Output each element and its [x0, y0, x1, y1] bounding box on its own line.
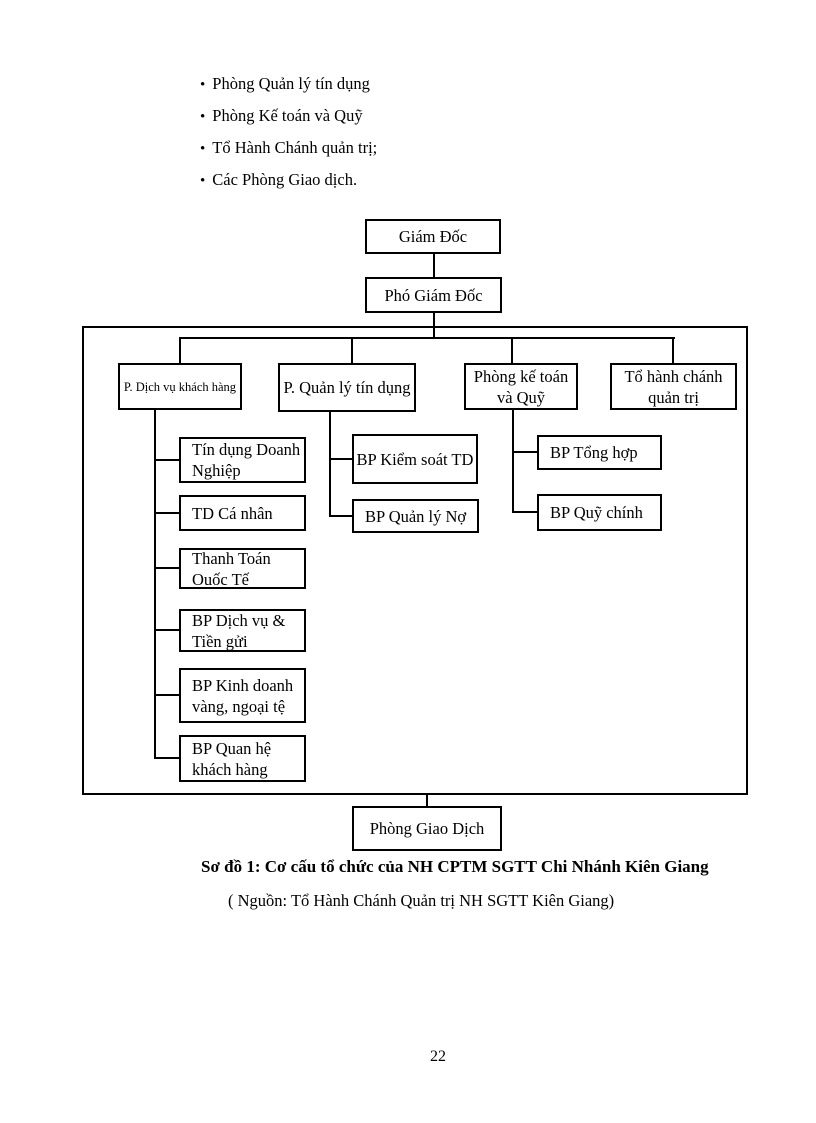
connector-director-deputy — [433, 254, 435, 277]
bullet-item-credit-mgmt: • Phòng Quản lý tín dụng — [200, 74, 377, 96]
connector-drop-dept3 — [511, 339, 513, 363]
org-node-general-affairs: BP Tổng hợp — [537, 435, 662, 470]
bullet-list: • Phòng Quản lý tín dụng • Phòng Kế toán… — [200, 74, 377, 202]
figure-source: ( Nguồn: Tổ Hành Chánh Quản trị NH SGTT … — [228, 891, 615, 910]
org-node-personal-credit: TD Cá nhân — [179, 495, 306, 531]
org-node-transaction-office: Phòng Giao Dịch — [352, 806, 502, 851]
org-node-credit-mgmt-dept: P. Quản lý tín dụng — [278, 363, 416, 412]
org-node-corporate-credit: Tín dụng Doanh Nghiệp — [179, 437, 306, 483]
figure-caption: Sơ đồ 1: Cơ cấu tổ chức của NH CPTM SGTT… — [201, 857, 709, 876]
connector-stub — [154, 512, 180, 514]
connector-stub — [329, 515, 353, 517]
bullet-dot: • — [200, 173, 206, 189]
connector-stub — [512, 451, 538, 453]
page-number: 22 — [430, 1048, 446, 1065]
org-node-customer-service-dept: P. Dịch vụ khách hàng — [118, 363, 242, 410]
connector-drop-dept2 — [351, 339, 353, 363]
org-node-accounting-dept: Phòng kế toán và Quỹ — [464, 363, 578, 410]
connector-drop-dept4 — [672, 339, 674, 363]
connector-stub — [154, 459, 180, 461]
connector-stub — [512, 511, 538, 513]
bullet-item-accounting: • Phòng Kế toán và Quỹ — [200, 106, 377, 128]
bullet-item-transaction-offices: • Các Phòng Giao dịch. — [200, 170, 377, 192]
org-node-customer-relations: BP Quan hệ khách hàng — [179, 735, 306, 782]
bullet-item-label: Tổ Hành Chánh quản trị; — [212, 138, 378, 157]
connector-spine-credit-mgmt — [329, 412, 331, 517]
org-node-debt-management: BP Quản lý Nợ — [352, 499, 479, 533]
connector-drop-dept1 — [179, 339, 181, 363]
org-node-admin-dept: Tổ hành chánh quản trị — [610, 363, 737, 410]
org-node-main-treasury: BP Quỹ chính — [537, 494, 662, 531]
org-node-credit-control: BP Kiểm soát TD — [352, 434, 478, 484]
connector-stub — [329, 458, 353, 460]
bullet-dot: • — [200, 77, 206, 93]
org-node-director: Giám Đốc — [365, 219, 501, 254]
org-node-services-deposits: BP Dịch vụ & Tiền gửi — [179, 609, 306, 652]
bullet-dot: • — [200, 141, 206, 157]
org-node-deputy-director: Phó Giám Đốc — [365, 277, 502, 313]
connector-stub — [154, 629, 180, 631]
connector-spine-customer-service — [154, 410, 156, 759]
bullet-item-label: Các Phòng Giao dịch. — [212, 170, 358, 189]
connector-stub — [154, 567, 180, 569]
connector-stub — [154, 694, 180, 696]
bullet-item-label: Phòng Quản lý tín dụng — [212, 74, 370, 93]
bullet-item-label: Phòng Kế toán và Quỹ — [212, 106, 363, 125]
bullet-dot: • — [200, 109, 206, 125]
connector-frame-transaction-office — [426, 795, 428, 806]
connector-stub — [154, 757, 180, 759]
connector-distribution-line — [179, 337, 675, 339]
org-node-gold-forex-trading: BP Kinh doanh vàng, ngoại tệ — [179, 668, 306, 723]
bullet-item-admin: • Tổ Hành Chánh quản trị; — [200, 138, 377, 160]
connector-spine-accounting — [512, 410, 514, 513]
chart-outer-frame — [82, 326, 748, 795]
org-node-international-payment: Thanh Toán Ouốc Tế — [179, 548, 306, 589]
